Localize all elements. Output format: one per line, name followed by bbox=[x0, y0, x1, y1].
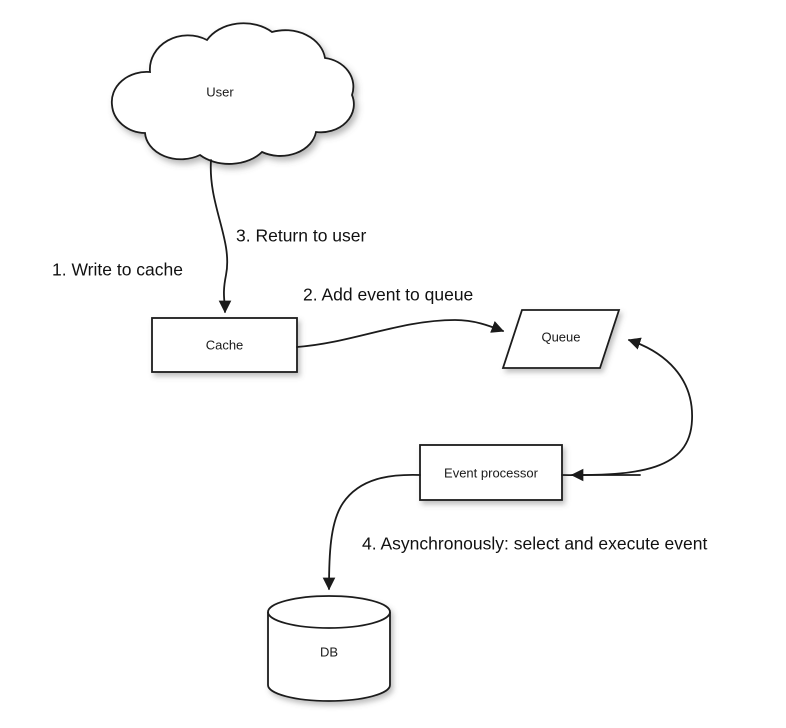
node-cache-label: Cache bbox=[206, 337, 244, 352]
node-queue[interactable]: Queue bbox=[501, 309, 621, 369]
node-user-label: User bbox=[206, 84, 234, 99]
edge-user-to-cache[interactable] bbox=[209, 159, 232, 314]
edge-label-step4: 4. Asynchronously: select and execute ev… bbox=[362, 534, 707, 554]
node-event-processor-label: Event processor bbox=[444, 465, 539, 480]
node-user[interactable]: User bbox=[110, 22, 355, 165]
edge-label-step1: 1. Write to cache bbox=[52, 260, 183, 280]
node-queue-label: Queue bbox=[541, 329, 580, 344]
node-event-processor[interactable]: Event processor bbox=[419, 444, 563, 501]
node-cache[interactable]: Cache bbox=[151, 317, 298, 373]
edge-queue-processor-loop[interactable] bbox=[561, 337, 693, 476]
edge-processor-to-db[interactable] bbox=[322, 473, 421, 591]
edge-label-step2: 2. Add event to queue bbox=[303, 285, 473, 305]
edge-cache-to-queue[interactable] bbox=[296, 319, 505, 348]
node-db-label: DB bbox=[320, 644, 338, 659]
node-db[interactable]: DB bbox=[267, 595, 391, 702]
edge-label-step3: 3. Return to user bbox=[236, 226, 367, 246]
